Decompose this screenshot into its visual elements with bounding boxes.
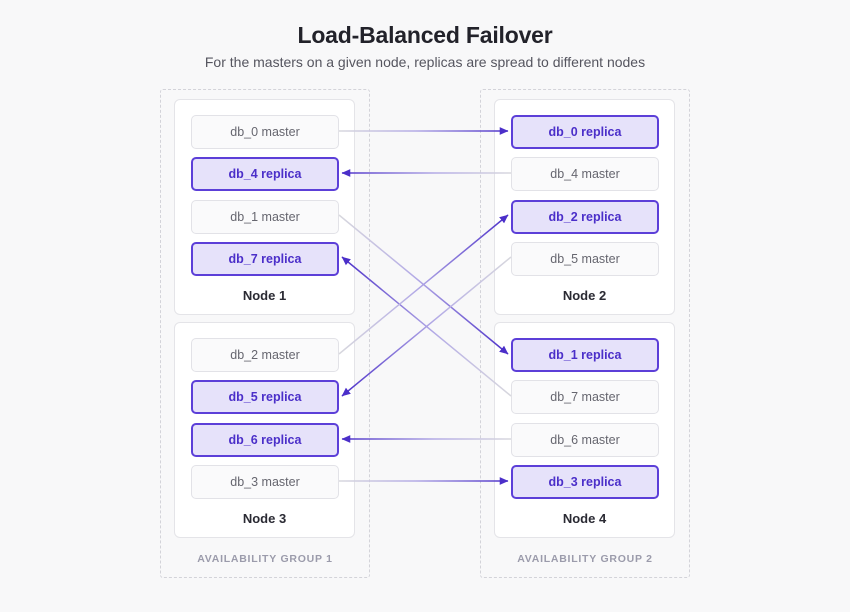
page-subtitle: For the masters on a given node, replica…	[204, 54, 646, 70]
db-box-node1-0[interactable]: db_0 master	[191, 115, 339, 149]
db-box-node1-3[interactable]: db_7 replica	[191, 242, 339, 276]
db-box-node1-2[interactable]: db_1 master	[191, 200, 339, 234]
db-box-node1-1[interactable]: db_4 replica	[191, 157, 339, 191]
db-box-node2-0[interactable]: db_0 replica	[511, 115, 659, 149]
db-box-node2-1[interactable]: db_4 master	[511, 157, 659, 191]
db-box-node4-3[interactable]: db_3 replica	[511, 465, 659, 499]
node-card-node2[interactable]: db_0 replica db_4 master db_2 replica db…	[494, 99, 675, 315]
db-box-node3-3[interactable]: db_3 master	[191, 465, 339, 499]
db-box-node3-0[interactable]: db_2 master	[191, 338, 339, 372]
availability-group-1-label: AVAILABILITY GROUP 1	[197, 553, 333, 565]
db-box-node2-2[interactable]: db_2 replica	[511, 200, 659, 234]
node-label-node4: Node 4	[562, 511, 607, 526]
node-label-node2: Node 2	[562, 288, 607, 303]
db-box-node3-1[interactable]: db_5 replica	[191, 380, 339, 414]
availability-group-2-label: AVAILABILITY GROUP 2	[517, 553, 653, 565]
node-label-node1: Node 1	[242, 288, 287, 303]
node-card-node3[interactable]: db_2 master db_5 replica db_6 replica db…	[174, 322, 355, 538]
db-box-node4-2[interactable]: db_6 master	[511, 423, 659, 457]
db-box-node2-3[interactable]: db_5 master	[511, 242, 659, 276]
node-card-node1[interactable]: db_0 master db_4 replica db_1 master db_…	[174, 99, 355, 315]
page-title: Load-Balanced Failover	[297, 22, 553, 48]
node-card-node4[interactable]: db_1 replica db_7 master db_6 master db_…	[494, 322, 675, 538]
db-box-node3-2[interactable]: db_6 replica	[191, 423, 339, 457]
db-box-node4-1[interactable]: db_7 master	[511, 380, 659, 414]
node-label-node3: Node 3	[242, 511, 287, 526]
db-box-node4-0[interactable]: db_1 replica	[511, 338, 659, 372]
